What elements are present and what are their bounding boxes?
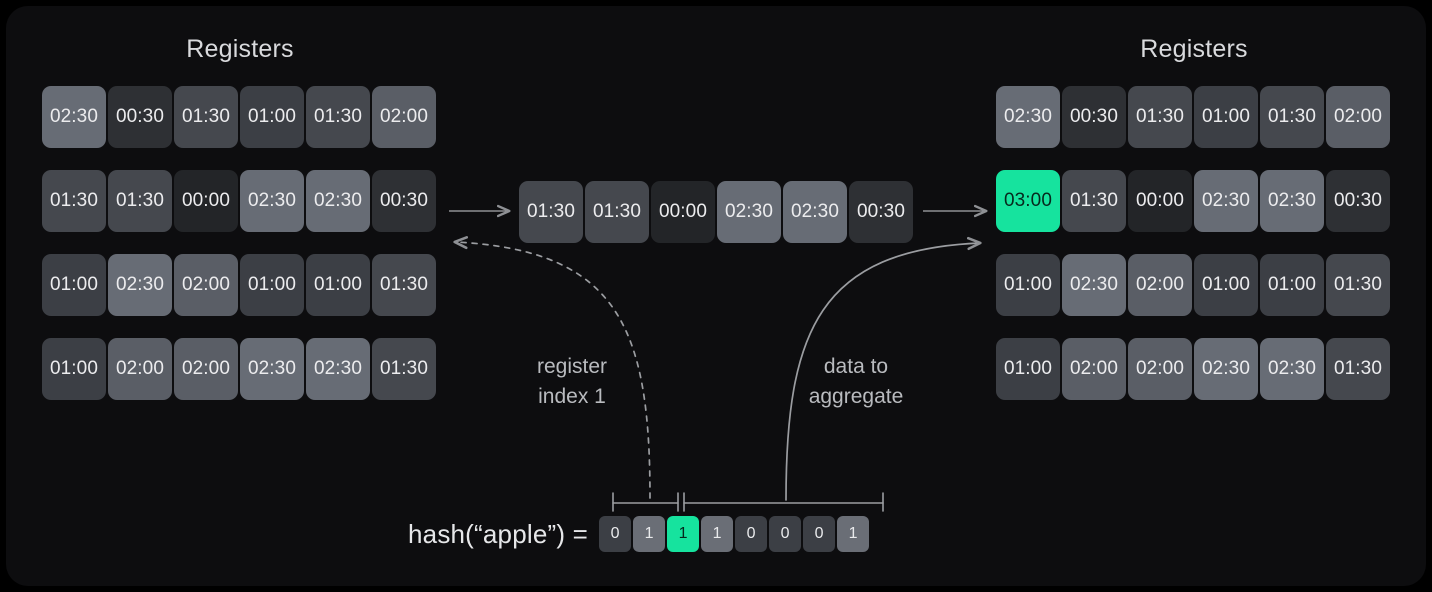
hash-bit: 0 (803, 516, 836, 552)
register-cell: 02:30 (240, 338, 304, 400)
register-cell: 02:00 (174, 338, 238, 400)
register-cell: 01:30 (174, 86, 238, 148)
register-index-label: register index 1 (536, 355, 608, 408)
register-cell: 01:30 (1326, 338, 1390, 400)
register-cell: 01:00 (240, 86, 304, 148)
register-cell: 02:30 (1194, 338, 1258, 400)
register-cell: 00:30 (108, 86, 172, 148)
hash-expression: hash(“apple”) = (408, 519, 589, 549)
hash-bit-highlighted: 1 (667, 516, 700, 552)
register-cell: 00:30 (1326, 170, 1390, 232)
register-cell: 01:00 (1194, 86, 1258, 148)
register-cell: 02:00 (372, 86, 436, 148)
register-cell-highlighted: 03:00 (996, 170, 1060, 232)
register-cell: 01:00 (42, 338, 106, 400)
hash-bit: 0 (769, 516, 802, 552)
register-cell: 01:30 (1128, 86, 1192, 148)
register-cell: 02:00 (108, 338, 172, 400)
register-cell: 01:00 (996, 254, 1060, 316)
register-cell: 02:30 (1062, 254, 1126, 316)
register-cell: 01:30 (1326, 254, 1390, 316)
register-cell: 00:00 (1128, 170, 1192, 232)
hash-bit: 1 (701, 516, 734, 552)
right-panel-title: Registers (1140, 35, 1248, 63)
hash-bit: 1 (633, 516, 666, 552)
hash-bit: 0 (599, 516, 632, 552)
register-cell: 01:30 (372, 338, 436, 400)
register-cell: 02:00 (1326, 86, 1390, 148)
register-cell: 01:30 (519, 181, 583, 243)
register-cell: 01:00 (306, 254, 370, 316)
data-to-aggregate-label: data to aggregate (808, 355, 904, 408)
register-cell: 02:30 (1194, 170, 1258, 232)
register-cell: 01:00 (1194, 254, 1258, 316)
register-cell: 01:30 (1260, 86, 1324, 148)
register-cell: 01:30 (306, 86, 370, 148)
register-cell: 02:30 (306, 338, 370, 400)
register-cell: 02:30 (42, 86, 106, 148)
register-cell: 01:00 (996, 338, 1060, 400)
register-cell: 01:30 (42, 170, 106, 232)
register-cell: 00:30 (372, 170, 436, 232)
register-cell: 02:00 (174, 254, 238, 316)
left-panel-title: Registers (186, 35, 294, 63)
register-cell: 02:30 (996, 86, 1060, 148)
register-cell: 01:30 (1062, 170, 1126, 232)
register-cell: 02:30 (240, 170, 304, 232)
register-cell: 02:00 (1128, 338, 1192, 400)
register-cell: 00:00 (651, 181, 715, 243)
register-cell: 01:00 (1260, 254, 1324, 316)
register-cell: 01:30 (585, 181, 649, 243)
register-cell: 02:30 (717, 181, 781, 243)
register-cell: 02:30 (783, 181, 847, 243)
register-cell: 00:30 (1062, 86, 1126, 148)
hash-bit: 0 (735, 516, 768, 552)
register-cell: 02:30 (1260, 338, 1324, 400)
register-cell: 01:30 (372, 254, 436, 316)
register-cell: 02:30 (108, 254, 172, 316)
register-cell: 01:30 (108, 170, 172, 232)
register-cell: 02:30 (306, 170, 370, 232)
register-cell: 02:00 (1062, 338, 1126, 400)
register-cell: 00:00 (174, 170, 238, 232)
register-cell: 00:30 (849, 181, 913, 243)
hash-bit: 1 (837, 516, 870, 552)
register-cell: 01:00 (42, 254, 106, 316)
register-cell: 02:00 (1128, 254, 1192, 316)
register-cell: 01:00 (240, 254, 304, 316)
register-cell: 02:30 (1260, 170, 1324, 232)
